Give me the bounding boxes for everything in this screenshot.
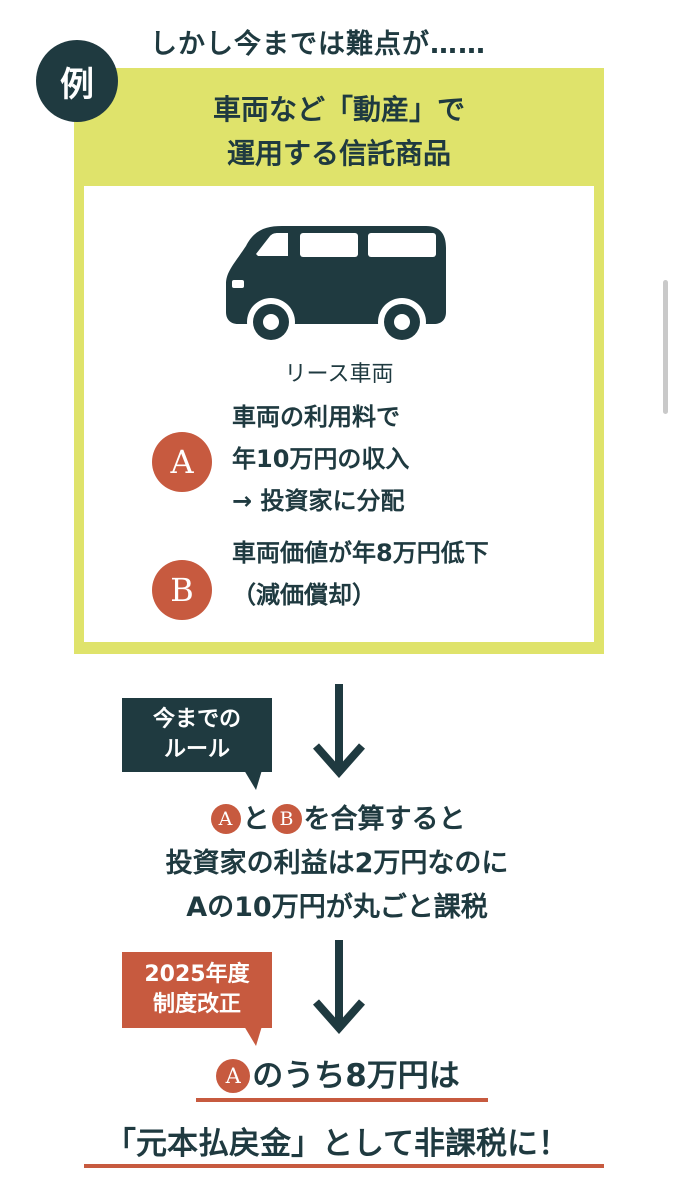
reform-badge-a: A <box>216 1058 251 1093</box>
example-badge: 例 <box>36 40 118 122</box>
reform-line1-text: のうち8万円は <box>252 1058 460 1094</box>
old-rule-line3: Aの10万円が丸ごと課税 <box>186 892 488 923</box>
reform-tag: 2025年度 制度改正 <box>122 952 272 1028</box>
reform-line2: 「元本払戻金」として非課税に！ <box>104 1126 570 1162</box>
reform-tag-line2: 制度改正 <box>152 992 241 1017</box>
reform-line2-underline <box>84 1164 604 1168</box>
old-rule-line2: 投資家の利益は2万円なのに <box>165 848 509 879</box>
van-label: リース車両 <box>284 362 394 387</box>
product-title-line2: 運用する信託商品 <box>226 137 451 170</box>
down-arrow-2 <box>313 940 365 1034</box>
item-a-line1: 車両の利用料で <box>232 403 400 431</box>
down-arrow-1 <box>313 684 365 778</box>
scrollbar[interactable] <box>663 280 668 414</box>
reform-tag-line1: 2025年度 <box>144 962 250 987</box>
item-b-badge: B <box>152 560 212 620</box>
item-a-text: 車両の利用料で 年10万円の収入 → 投資家に分配 <box>232 396 409 522</box>
reform-line1-underline <box>196 1098 488 1102</box>
item-a-line3: → 投資家に分配 <box>232 487 405 515</box>
old-rule-tag-line1: 今までの <box>152 707 241 732</box>
product-box: 車両など「動産」で 運用する信託商品 リース車両 A 車両の利用料で 年10万円… <box>74 68 604 654</box>
old-rule-text-mid: と <box>242 804 270 835</box>
product-title-line1: 車両など「動産」で <box>212 93 465 126</box>
old-rule-text-end: を合算すると <box>303 804 466 835</box>
van-icon <box>226 226 446 346</box>
mini-badge-b: B <box>271 803 302 834</box>
item-b-line1: 車両価値が年8万円低下 <box>232 539 489 567</box>
item-b-line2: （減価償却） <box>232 581 376 609</box>
product-title: 車両など「動産」で 運用する信託商品 <box>74 88 604 176</box>
product-detail-panel: リース車両 A 車両の利用料で 年10万円の収入 → 投資家に分配 B 車両価値… <box>84 186 594 642</box>
old-rule-tag-tail <box>244 770 262 790</box>
item-a-line2: 年10万円の収入 <box>232 445 410 473</box>
item-b-text: 車両価値が年8万円低下 （減価償却） <box>232 532 489 616</box>
reform-tag-tail <box>244 1026 262 1046</box>
page-heading: しかし今までは難点が…… <box>150 29 486 60</box>
mini-badge-a: A <box>210 803 241 834</box>
old-rule-tag-line2: ルール <box>163 737 230 762</box>
old-rule-tag: 今までの ルール <box>122 698 272 772</box>
item-a-badge: A <box>152 432 212 492</box>
